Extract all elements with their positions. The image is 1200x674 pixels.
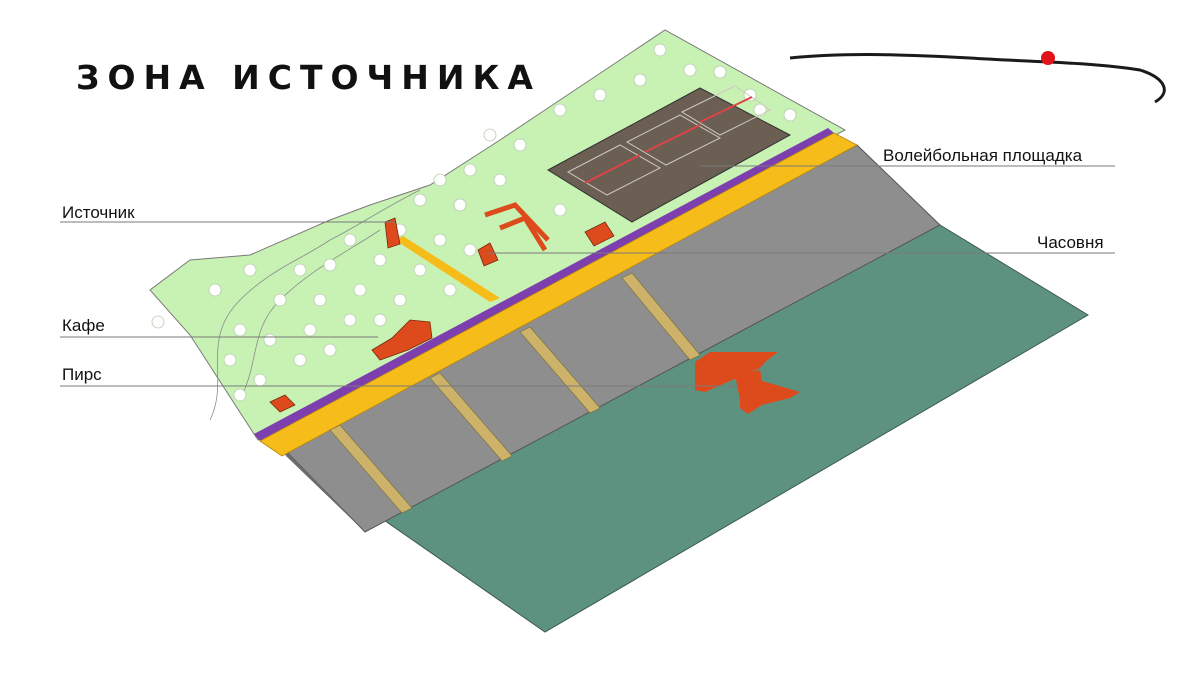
leader-lines [60, 165, 1115, 387]
page-title: ЗОНА ИСТОЧНИКА [76, 58, 541, 97]
pier-entry-building [269, 394, 296, 413]
label-volleyball: Волейбольная площадка [883, 146, 1083, 165]
embankment-side [282, 447, 365, 532]
pier [695, 352, 800, 414]
spring-path [395, 236, 500, 302]
spring-building [384, 217, 401, 249]
locator-map [789, 51, 1166, 104]
stairs [329, 272, 701, 514]
chapel-building [477, 242, 499, 267]
location-marker-icon [1041, 51, 1055, 65]
bike-path [254, 128, 834, 441]
buildings [269, 217, 615, 413]
label-spring: Источник [62, 203, 135, 222]
cafe-building [371, 319, 433, 361]
winding-path [484, 202, 550, 252]
label-pier: Пирс [62, 365, 102, 384]
label-chapel: Часовня [1037, 233, 1104, 252]
volleyball-courts [547, 85, 792, 223]
promenade [259, 132, 858, 457]
label-cafe: Кафе [62, 316, 105, 335]
chapel-annex [584, 221, 615, 247]
